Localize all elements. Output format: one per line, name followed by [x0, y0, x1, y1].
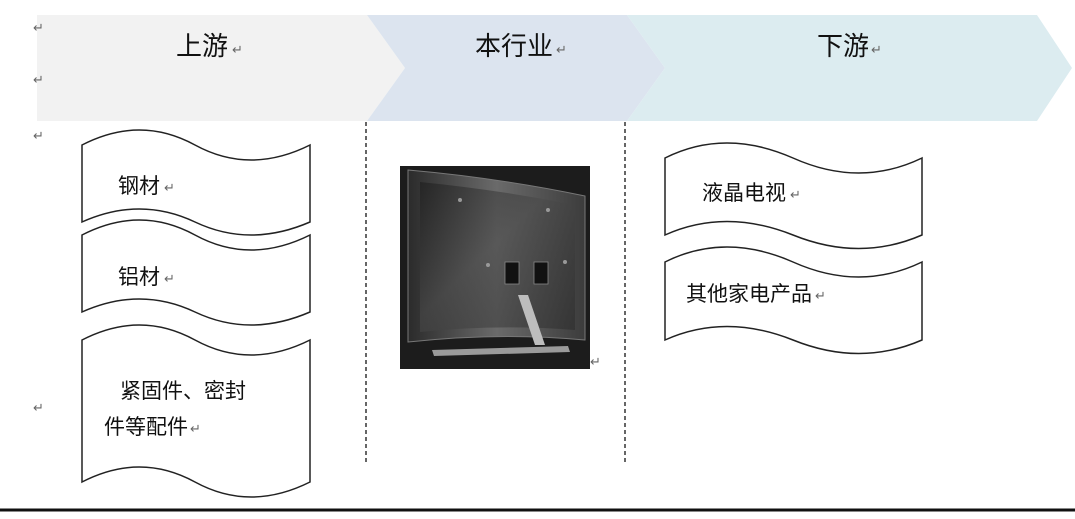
- tv-screw: [486, 263, 490, 267]
- paragraph-mark: ↵: [790, 188, 801, 203]
- upstream-item-text: 铝材: [118, 265, 160, 289]
- tv-port: [533, 261, 549, 285]
- upstream-items: 钢材 ↵ 铝材 ↵ 紧固件、密封 件等配件 ↵: [81, 129, 311, 498]
- paragraph-mark: ↵: [164, 272, 175, 287]
- curved-tv-back-photo: [400, 166, 590, 369]
- wave-box: [664, 246, 923, 355]
- upstream-item-text-line1: 紧固件、密封: [120, 379, 246, 403]
- downstream-item-other-appliances: 其他家电产品 ↵: [664, 246, 923, 355]
- downstream-item-lcd-tv: 液晶电视 ↵: [664, 142, 923, 250]
- paragraph-mark: ↵: [164, 181, 175, 196]
- industry-chevron: [367, 15, 665, 121]
- downstream-item-text: 液晶电视: [702, 181, 786, 205]
- header-upstream-label: 上游: [176, 32, 228, 62]
- upstream-item-steel: 钢材 ↵: [81, 129, 311, 236]
- paragraph-mark: ↵: [33, 21, 44, 36]
- paragraph-mark: ↵: [871, 43, 882, 58]
- tv-screw: [546, 208, 550, 212]
- paragraph-mark: ↵: [33, 129, 44, 144]
- upstream-item-text: 钢材: [118, 174, 160, 198]
- wave-box: [81, 129, 311, 236]
- header-band: 上游 ↵ 本行业 ↵ 下游 ↵: [37, 15, 1072, 121]
- tv-stand: [518, 295, 545, 345]
- paragraph-mark: ↵: [556, 43, 567, 58]
- paragraph-mark: ↵: [33, 73, 44, 88]
- header-industry-label: 本行业: [475, 32, 553, 62]
- paragraph-mark: ↵: [232, 43, 243, 58]
- tv-screw: [563, 260, 567, 264]
- upstream-chevron: [37, 15, 405, 121]
- tv-stand-base: [432, 346, 570, 356]
- paragraph-mark: ↵: [190, 422, 201, 437]
- upstream-item-aluminum: 铝材 ↵: [81, 219, 311, 326]
- paragraph-mark: ↵: [33, 401, 44, 416]
- upstream-item-fasteners: 紧固件、密封 件等配件 ↵: [81, 324, 311, 498]
- tv-screw: [458, 198, 462, 202]
- header-downstream-label: 下游: [817, 32, 869, 62]
- paragraph-mark: ↵: [815, 289, 826, 304]
- wave-box: [664, 142, 923, 250]
- wave-box: [81, 219, 311, 326]
- tv-panel-shade: [420, 182, 575, 332]
- tv-port: [504, 261, 520, 285]
- downstream-chevron: [627, 15, 1072, 121]
- paragraph-mark: ↵: [590, 355, 601, 370]
- downstream-item-text: 其他家电产品: [686, 282, 812, 306]
- wave-box: [81, 324, 311, 498]
- upstream-item-text-line2: 件等配件: [104, 415, 188, 439]
- downstream-items: 液晶电视 ↵ 其他家电产品 ↵: [664, 142, 923, 355]
